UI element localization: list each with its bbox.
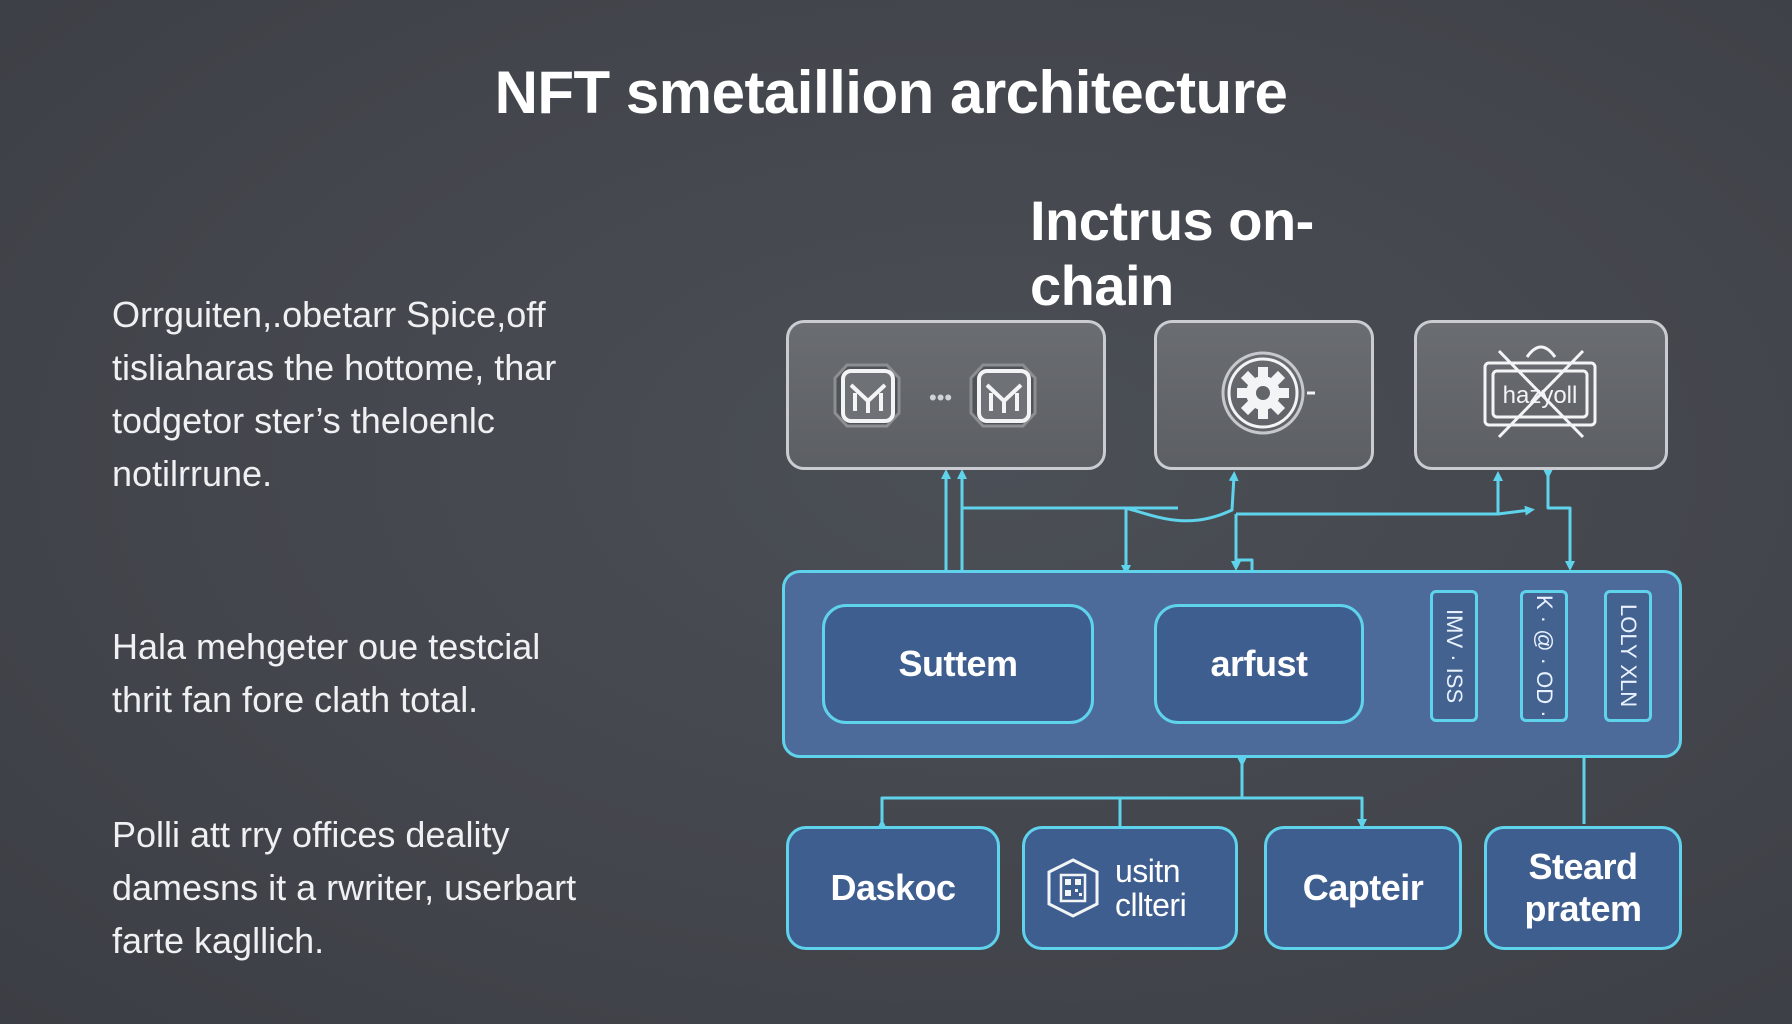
paragraph-line: Hala mehgeter oue testcial [112,626,541,667]
connector-to-hub-mid [962,506,1131,575]
bottom-node-label: cllteri [1115,887,1187,923]
vertical-tag-3[interactable]: LOLY XLN [1604,590,1652,722]
connector-badge-stub [1497,505,1535,516]
cube-icon [833,363,901,428]
paragraph-line: damesns it a rwriter, userbart [112,867,577,908]
bottom-node-label: pratem [1524,888,1642,929]
bottom-node-usitn[interactable]: usitn cllteri [1022,826,1238,950]
connector-bottom-bus [877,796,1367,829]
hub-node-label: Suttem [898,643,1018,684]
bottom-node-steard[interactable]: Steard pratem [1484,826,1682,950]
description-paragraph-3: Polli att rry offices deality damesns it… [112,808,672,967]
qr-chip-icon [1047,858,1099,918]
hazyoll-badge-icon: hazyoll [1483,345,1597,439]
vertical-tag-label: LOLY XLN [1616,604,1641,708]
paragraph-line: farte kagllich. [112,920,325,961]
vertical-tag-label: IMV · ISS [1442,608,1467,704]
connector-to-badge-a [1236,471,1503,516]
diagram-title: NFT smetaillion architecture [494,59,1288,126]
badge-label: hazyoll [1503,382,1578,409]
cube-icon [969,363,1037,428]
description-paragraph-1: Orrguiten,.obetarr Spice,off tisliaharas… [112,288,672,500]
bottom-node-label: usitn [1115,853,1181,889]
vertical-tag-label: K · @ · OD · [1532,594,1557,718]
gear-icon [1221,351,1315,435]
connector-to-gear [1125,471,1239,523]
paragraph-line: todgetor ster’s theloenlc [112,400,495,441]
paragraph-line: Orrguiten,.obetarr Spice,off [112,294,546,335]
vertical-tag-2[interactable]: K · @ · OD · [1520,590,1568,722]
bottom-node-daskoc[interactable]: Daskoc [786,826,1000,950]
connector-badge-to-hub [1543,469,1575,571]
hub-node-label: arfust [1210,643,1308,684]
hub-node-arfust[interactable]: arfust [1154,604,1364,724]
vertical-tag-1[interactable]: IMV · ISS [1430,590,1478,722]
svg-text:•••: ••• [929,385,952,410]
paragraph-line: tisliaharas the hottome, thar [112,347,557,388]
node-hazyoll[interactable]: hazyoll [1414,320,1668,470]
node-cube-pair[interactable]: ••• [786,320,1106,470]
bottom-node-label: Daskoc [830,867,956,908]
bottom-node-label: Steard [1528,846,1638,887]
description-paragraph-2: Hala mehgeter oue testcial thrit fan for… [112,620,672,726]
diagram-subtitle: Inctrus on-chain [1030,189,1314,317]
bottom-node-label: Capteir [1302,867,1424,908]
paragraph-line: thrit fan fore clath total. [112,679,479,720]
hub-node-suttem[interactable]: Suttem [822,604,1094,724]
node-gear[interactable] [1154,320,1374,470]
paragraph-line: Polli att rry offices deality [112,814,510,855]
paragraph-line: notilrrune. [112,453,273,494]
cube-pair-graphic: ••• [833,363,1037,428]
bottom-node-capteir[interactable]: Capteir [1264,826,1462,950]
